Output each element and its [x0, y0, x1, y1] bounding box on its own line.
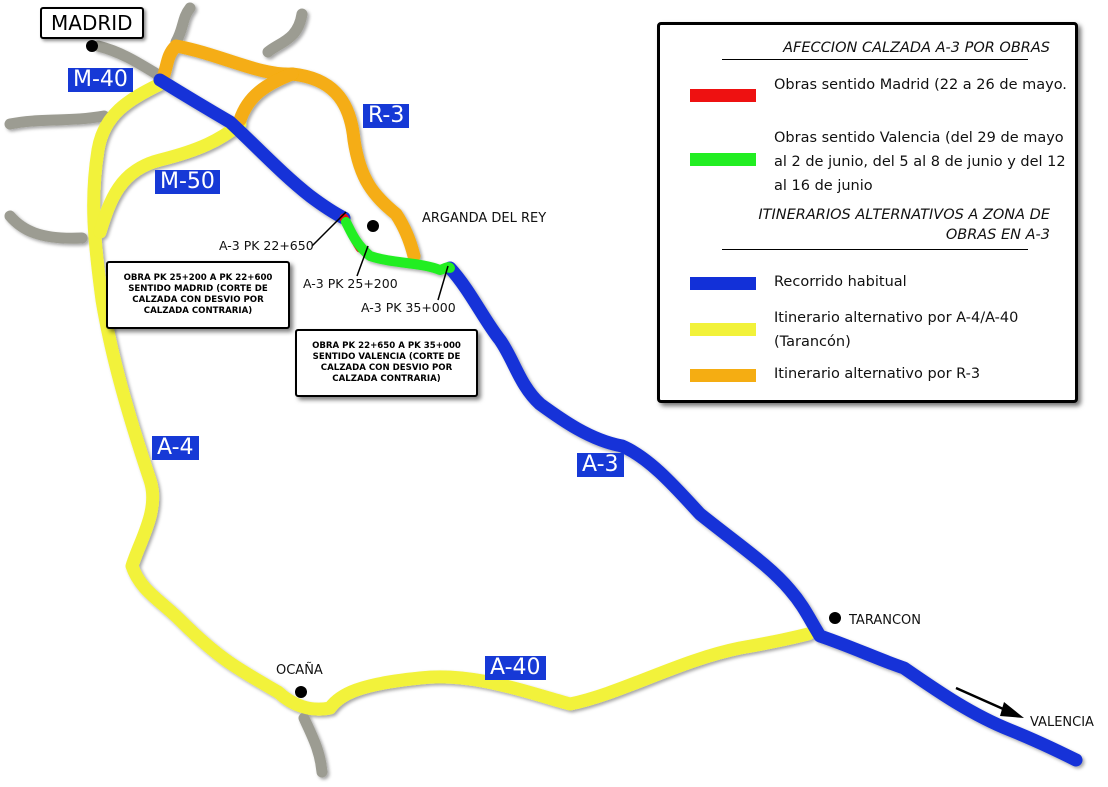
secondary-road	[92, 40, 166, 82]
valencia-works-note: OBRA PK 22+650 A PK 35+000 SENTIDO VALEN…	[295, 329, 478, 397]
r3-label: R-3	[363, 104, 410, 128]
valencia-arrow-head	[1000, 702, 1024, 718]
valencia-label: VALENCIA	[1030, 715, 1094, 730]
secondary-road	[4, 110, 110, 130]
m40-label: M-40	[68, 68, 133, 92]
a4-label: A-4	[152, 436, 199, 460]
madrid-label: MADRID	[40, 7, 144, 39]
pk-35000-leader	[437, 265, 449, 301]
legend-text-works-madrid: Obras sentido Madrid (22 a 26 de mayo.	[774, 77, 1067, 93]
route-a4-a40	[87, 77, 815, 716]
pk-22650-leader	[311, 211, 347, 247]
madrid-dot	[86, 40, 98, 52]
ocana-label: OCAÑA	[276, 663, 323, 678]
route-m50	[93, 117, 247, 239]
legend-text-alt-r3: Itinerario alternativo por R-3	[774, 366, 981, 382]
tarancon-label: TARANCON	[849, 613, 921, 628]
legend-swatch-works-madrid	[690, 89, 756, 102]
a3-label: A-3	[577, 453, 624, 477]
legend-divider	[722, 59, 1028, 60]
route-a3	[153, 73, 1083, 767]
legend-text-works-valencia: Obras sentido Valencia (del 29 de mayo a…	[774, 130, 1066, 194]
arganda-label: ARGANDA DEL REY	[422, 211, 547, 226]
legend-swatch-alt-r3	[690, 369, 756, 382]
m50-label: M-50	[155, 170, 220, 194]
pk-25200-label: A-3 PK 25+200	[303, 276, 398, 291]
secondary-road	[262, 8, 308, 58]
legend-swatch-habitual	[690, 277, 756, 290]
valencia-arrow	[955, 686, 1011, 714]
secondary-road	[4, 210, 88, 244]
legend: AFECCION CALZADA A-3 POR OBRAS Obras sen…	[657, 22, 1078, 403]
ocana-dot	[295, 686, 307, 698]
route-r3	[233, 67, 299, 127]
legend-text-habitual: Recorrido habitual	[774, 274, 907, 290]
arganda-dot	[367, 220, 379, 232]
route-r3	[155, 39, 421, 263]
madrid-works-note: OBRA PK 25+200 A PK 22+600 SENTIDO MADRI…	[106, 261, 290, 329]
pk-35000-label: A-3 PK 35+000	[361, 300, 456, 315]
secondary-road	[170, 2, 196, 48]
legend-title-works: AFECCION CALZADA A-3 POR OBRAS	[783, 40, 1050, 56]
pk-22650-label: A-3 PK 22+650	[219, 238, 314, 253]
a40-label: A-40	[485, 656, 546, 680]
works-valencia	[341, 217, 455, 275]
tarancon-dot	[829, 612, 841, 624]
legend-divider	[722, 249, 1028, 250]
legend-text-alt-a4-a40: Itinerario alternativo por A-4/A-40 (Tar…	[774, 310, 1019, 350]
legend-swatch-works-valencia	[690, 153, 756, 166]
secondary-road	[298, 712, 328, 778]
legend-title-routes: ITINERARIOS ALTERNATIVOS A ZONA DE OBRAS…	[758, 207, 1050, 243]
legend-swatch-alt-a4-a40	[690, 323, 756, 336]
pk-25200-leader	[356, 245, 369, 277]
